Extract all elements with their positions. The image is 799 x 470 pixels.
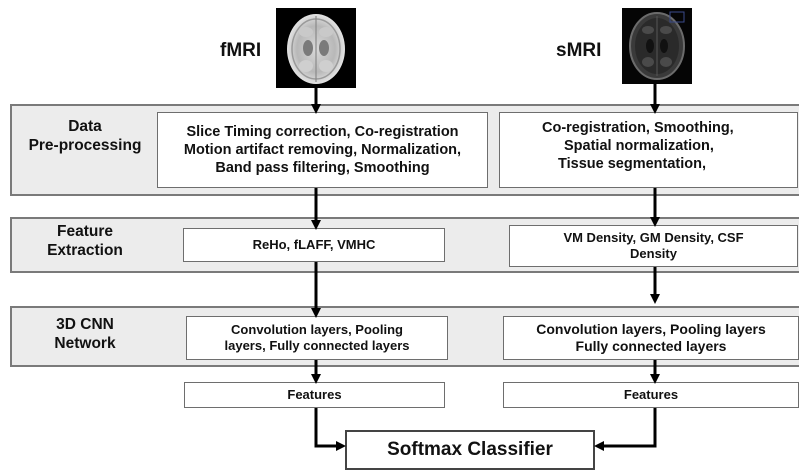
stage-label-line: 3D CNN	[56, 316, 114, 333]
stage-label-line: Pre-processing	[28, 137, 142, 155]
box-text-line: Fully connected layers	[575, 338, 727, 354]
box-text-line: VM Density, GM Density, CSF	[563, 229, 744, 245]
preprocessing-stage-label: Data Pre-processing	[14, 117, 156, 156]
smri-feature-box: VM Density, GM Density, CSF Density	[509, 225, 798, 267]
cnn-stage-label: 3D CNN Network	[14, 315, 156, 354]
box-text-line: Convolution layers, Pooling	[231, 321, 403, 337]
box-text-line: Motion artifact removing, Normalization,	[183, 141, 462, 158]
arrow-smri-features-to-classifier	[594, 408, 657, 451]
box-text-line: Tissue segmentation,	[558, 156, 706, 173]
smri-preprocessing-box: Co-registration, Smoothing, Spatial norm…	[499, 112, 798, 188]
box-text-line: Co-registration, Smoothing,	[542, 120, 734, 136]
arrow-fmri-features-to-classifier	[314, 408, 346, 451]
stage-label-line: Network	[54, 335, 116, 353]
fmri-label: fMRI	[220, 40, 262, 61]
fmri-cnn-box: Convolution layers, Pooling layers, Full…	[186, 316, 448, 360]
feature-extraction-stage-label: Feature Extraction	[14, 222, 156, 261]
fmri-features-box: Features	[184, 382, 445, 408]
box-text-line: Convolution layers, Pooling layers	[536, 320, 766, 337]
features-label: Features	[623, 386, 679, 402]
stage-label-line: Feature	[57, 223, 113, 240]
stage-label-line: Data	[68, 118, 102, 135]
box-text-line: Density	[630, 246, 677, 261]
box-text-line: Band pass filtering, Smoothing	[215, 160, 430, 177]
box-text-line: ReHo, fLAFF, VMHC	[252, 236, 376, 252]
fmri-preprocessing-box: Slice Timing correction, Co-registration…	[157, 112, 488, 188]
box-text-line: Spatial normalization,	[564, 138, 714, 155]
box-text-line: Slice Timing correction, Co-registration	[186, 123, 459, 140]
features-label: Features	[287, 386, 342, 402]
box-text-line: layers, Fully connected layers	[224, 338, 410, 353]
stage-label-line: Extraction	[47, 242, 123, 260]
fmri-brain-image	[276, 8, 356, 88]
smri-label: sMRI	[556, 40, 602, 61]
smri-cnn-box: Convolution layers, Pooling layers Fully…	[503, 316, 799, 360]
smri-brain-image	[622, 8, 692, 84]
